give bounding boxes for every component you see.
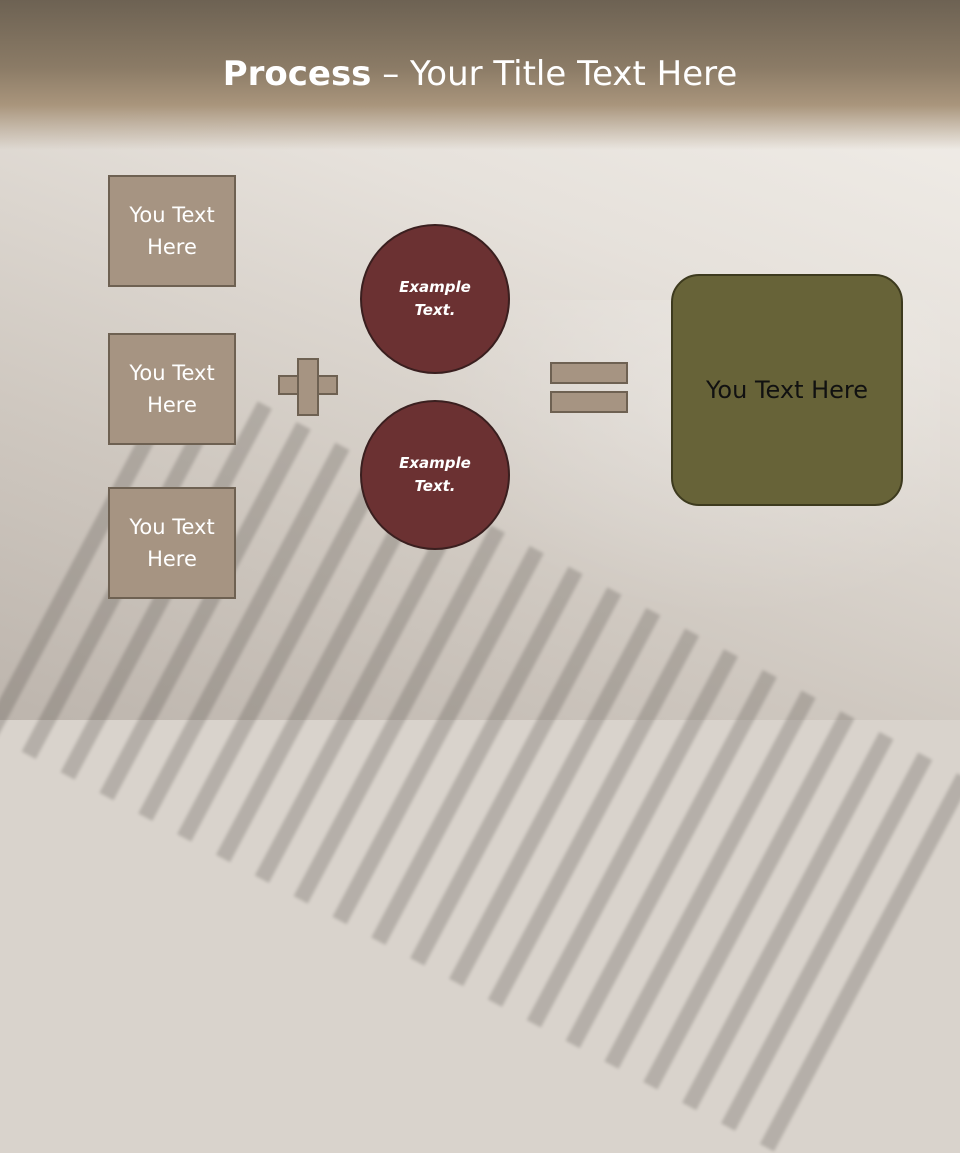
input-box-label: You Text Here	[129, 515, 215, 571]
input-box-3: You Text Here	[108, 487, 236, 599]
example-circle-1: Example Text.	[360, 224, 510, 374]
example-circle-2: Example Text.	[360, 400, 510, 550]
title-bold: Process	[222, 54, 372, 94]
input-box-1: You Text Here	[108, 175, 236, 287]
input-box-label: You Text Here	[129, 361, 215, 417]
title-banner	[0, 0, 960, 150]
slide-title: Process – Your Title Text Here	[0, 52, 960, 96]
circle-label: Example Text.	[399, 454, 471, 495]
input-box-2: You Text Here	[108, 333, 236, 445]
input-box-label: You Text Here	[129, 203, 215, 259]
result-box: You Text Here	[671, 274, 903, 506]
circle-label: Example Text.	[399, 278, 471, 319]
result-label: You Text Here	[705, 376, 869, 404]
title-rest: – Your Title Text Here	[371, 54, 738, 94]
